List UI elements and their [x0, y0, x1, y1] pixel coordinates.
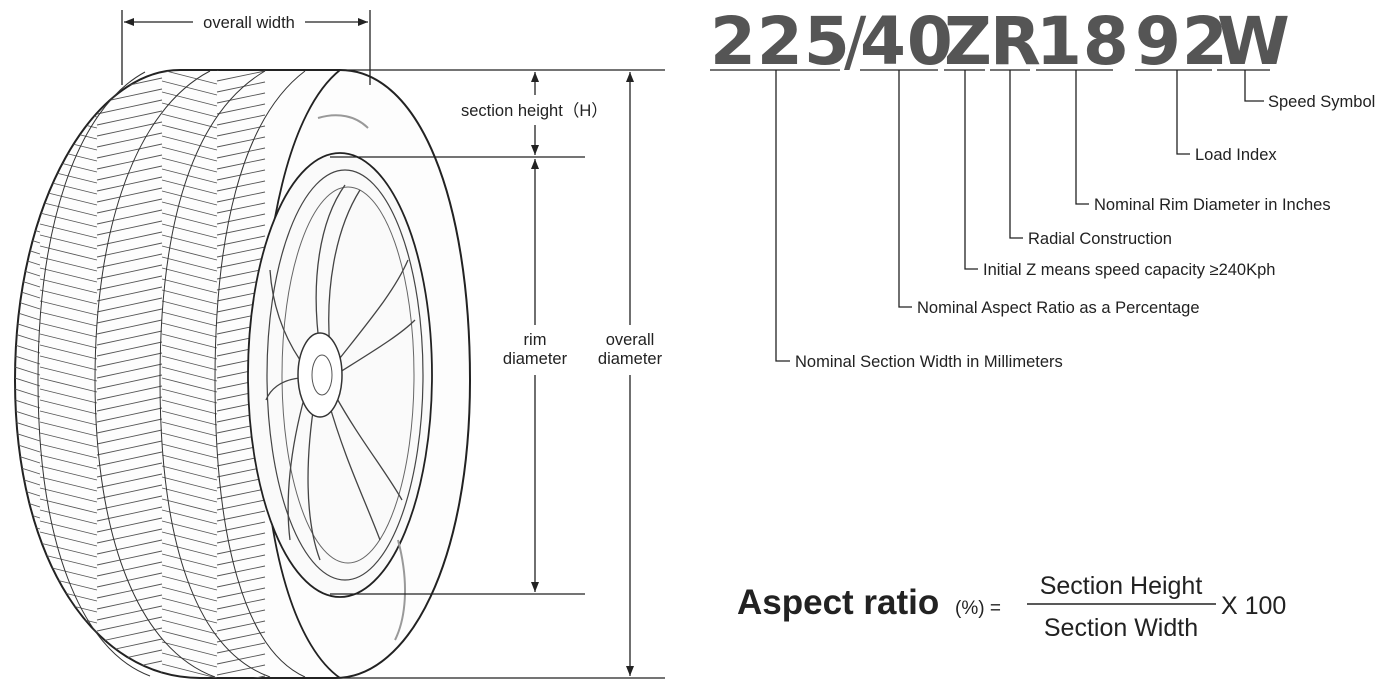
code-load-index: 92 [1135, 3, 1229, 80]
callout-load-index: Load Index [1195, 146, 1277, 164]
callout-radial-construction: Radial Construction [1028, 230, 1172, 248]
tire-size-code: 225 / 40 Z R 18 92 W [710, 3, 1291, 80]
code-aspect-ratio: 40 [860, 3, 954, 80]
code-rim-diameter: 18 [1036, 3, 1130, 80]
formula-unit: (%) = [955, 598, 1001, 619]
code-speed-symbol: W [1217, 3, 1291, 80]
formula-multiplier: X 100 [1221, 592, 1286, 620]
callout-aspect-ratio: Nominal Aspect Ratio as a Percentage [917, 299, 1200, 317]
rim-diameter-label-line1: rim [524, 331, 547, 349]
dimension-lines [121, 10, 665, 679]
callout-rim-diameter: Nominal Rim Diameter in Inches [1094, 196, 1331, 214]
callout-speed-capacity: Initial Z means speed capacity ≥240Kph [983, 261, 1275, 279]
callout-speed-symbol: Speed Symbol [1268, 93, 1375, 111]
aspect-ratio-formula: Aspect ratio (%) = Section Height Sectio… [737, 572, 1286, 642]
code-separator: / [844, 3, 867, 80]
code-speed-prefix: Z [944, 3, 993, 80]
formula-title: Aspect ratio [737, 583, 939, 622]
callout-section-width: Nominal Section Width in Millimeters [795, 353, 1063, 371]
tire-illustration [13, 69, 472, 679]
section-height-label: section height（H） [461, 101, 608, 120]
overall-diameter-label-line1: overall [606, 331, 655, 349]
wheel-spokes [265, 184, 416, 561]
wheel-hub [297, 332, 343, 418]
rim-diameter-label-line2: diameter [503, 350, 568, 368]
overall-diameter-label-line2: diameter [598, 350, 663, 368]
callout-leaders [775, 70, 1264, 362]
tread-pattern [15, 70, 266, 678]
overall-width-label: overall width [203, 14, 295, 32]
formula-numerator: Section Height [1040, 572, 1203, 600]
code-construction: R [990, 3, 1042, 80]
code-section-width: 225 [710, 3, 851, 80]
formula-denominator: Section Width [1044, 614, 1198, 642]
